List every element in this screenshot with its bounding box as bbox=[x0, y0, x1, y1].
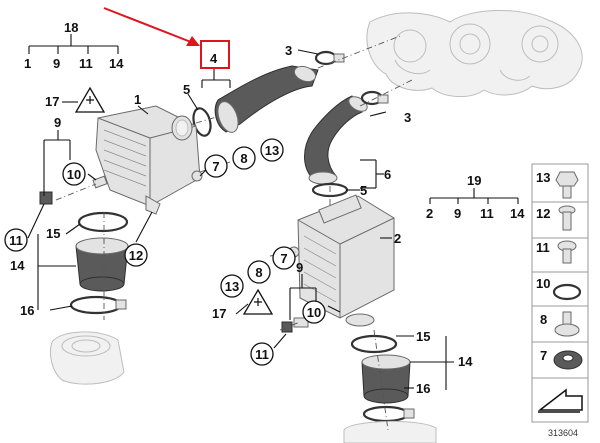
sensor-10-left bbox=[39, 175, 108, 205]
label-9-left: 9 bbox=[54, 115, 61, 130]
label-14-right: 14 bbox=[458, 354, 473, 369]
flange-bolt-icon bbox=[558, 205, 576, 231]
label-14-left: 14 bbox=[10, 258, 25, 273]
label-9-group: 9 bbox=[53, 56, 60, 71]
label-6: 6 bbox=[384, 167, 391, 182]
turbocharger-illustration bbox=[366, 9, 583, 97]
sealing-ring-5-upper bbox=[192, 107, 212, 137]
hose-clamp-3-lower bbox=[360, 90, 389, 106]
sensor-10-right bbox=[281, 317, 309, 333]
label-3-lower: 3 bbox=[404, 110, 411, 125]
label-15-left: 15 bbox=[46, 226, 60, 241]
figure-number: 313604 bbox=[548, 428, 578, 438]
label-11-group-right: 11 bbox=[480, 206, 494, 221]
label-11-group: 11 bbox=[79, 56, 93, 71]
label-5-lower: 5 bbox=[360, 183, 367, 198]
hose-clamp-3-upper bbox=[314, 50, 345, 66]
label-11-right: 11 bbox=[255, 347, 269, 362]
charge-air-pipe-6 bbox=[304, 95, 368, 185]
legend-label-13: 13 bbox=[536, 170, 550, 185]
label-19: 19 bbox=[467, 173, 481, 188]
hose-clamp-15-right bbox=[350, 334, 398, 354]
highlight-box bbox=[200, 40, 230, 69]
spacer-sleeve-icon bbox=[554, 311, 580, 337]
sleeve-14-right bbox=[361, 354, 411, 404]
rubber-grommet-icon bbox=[553, 350, 583, 370]
label-7-right: 7 bbox=[280, 251, 287, 266]
label-13-right: 13 bbox=[225, 279, 239, 294]
view-direction-arrow-icon bbox=[537, 388, 583, 413]
label-10-left: 10 bbox=[67, 167, 81, 182]
throttle-body-left bbox=[49, 331, 125, 385]
label-12: 12 bbox=[129, 248, 143, 263]
hose-clamp-15-left bbox=[77, 211, 129, 233]
hose-clamp-16-right bbox=[362, 405, 415, 423]
label-14-group-right: 14 bbox=[510, 206, 525, 221]
label-7-upper: 7 bbox=[212, 159, 219, 174]
label-9-right: 9 bbox=[296, 260, 303, 275]
label-18: 18 bbox=[64, 20, 78, 35]
label-15-right: 15 bbox=[416, 329, 430, 344]
label-13-upper: 13 bbox=[265, 143, 279, 158]
highlight-arrow bbox=[103, 7, 200, 46]
legend-label-8: 8 bbox=[540, 312, 547, 327]
label-1: 1 bbox=[134, 92, 141, 107]
label-2: 2 bbox=[394, 231, 401, 246]
label-11-left: 11 bbox=[9, 233, 23, 248]
warning-triangle-icon bbox=[74, 86, 106, 113]
legend-label-12: 12 bbox=[536, 206, 550, 221]
hardware-legend: 13 12 11 10 8 7 bbox=[531, 163, 589, 423]
throttle-body-right bbox=[343, 420, 437, 443]
o-ring-icon bbox=[552, 283, 582, 301]
hose-clamp-16-left bbox=[69, 295, 127, 315]
label-3-upper: 3 bbox=[285, 43, 292, 58]
label-4: 4 bbox=[210, 51, 218, 66]
label-10-right: 10 bbox=[307, 305, 321, 320]
label-16-left: 16 bbox=[20, 303, 34, 318]
label-16-right: 16 bbox=[416, 381, 430, 396]
label-8-upper: 8 bbox=[240, 151, 247, 166]
hex-bolt-icon bbox=[555, 171, 579, 199]
warning-triangle-icon bbox=[242, 288, 274, 315]
label-5-upper: 5 bbox=[183, 82, 190, 97]
legend-label-11: 11 bbox=[536, 240, 550, 255]
label-2-group: 2 bbox=[426, 206, 433, 221]
label-17-left: 17 bbox=[45, 94, 59, 109]
sleeve-14-left bbox=[75, 237, 129, 292]
intercooler-1 bbox=[95, 105, 203, 215]
label-14-group: 14 bbox=[109, 56, 124, 71]
leader-lines bbox=[27, 34, 519, 390]
label-9-group-right: 9 bbox=[454, 206, 461, 221]
label-17-right: 17 bbox=[212, 306, 226, 321]
label-1-group: 1 bbox=[24, 56, 31, 71]
intercooler-2 bbox=[288, 194, 395, 327]
legend-label-7: 7 bbox=[540, 348, 547, 363]
legend-label-10: 10 bbox=[536, 276, 550, 291]
label-8-right: 8 bbox=[255, 265, 262, 280]
charge-air-pipe-4 bbox=[214, 65, 319, 133]
torx-screw-icon bbox=[557, 240, 577, 264]
